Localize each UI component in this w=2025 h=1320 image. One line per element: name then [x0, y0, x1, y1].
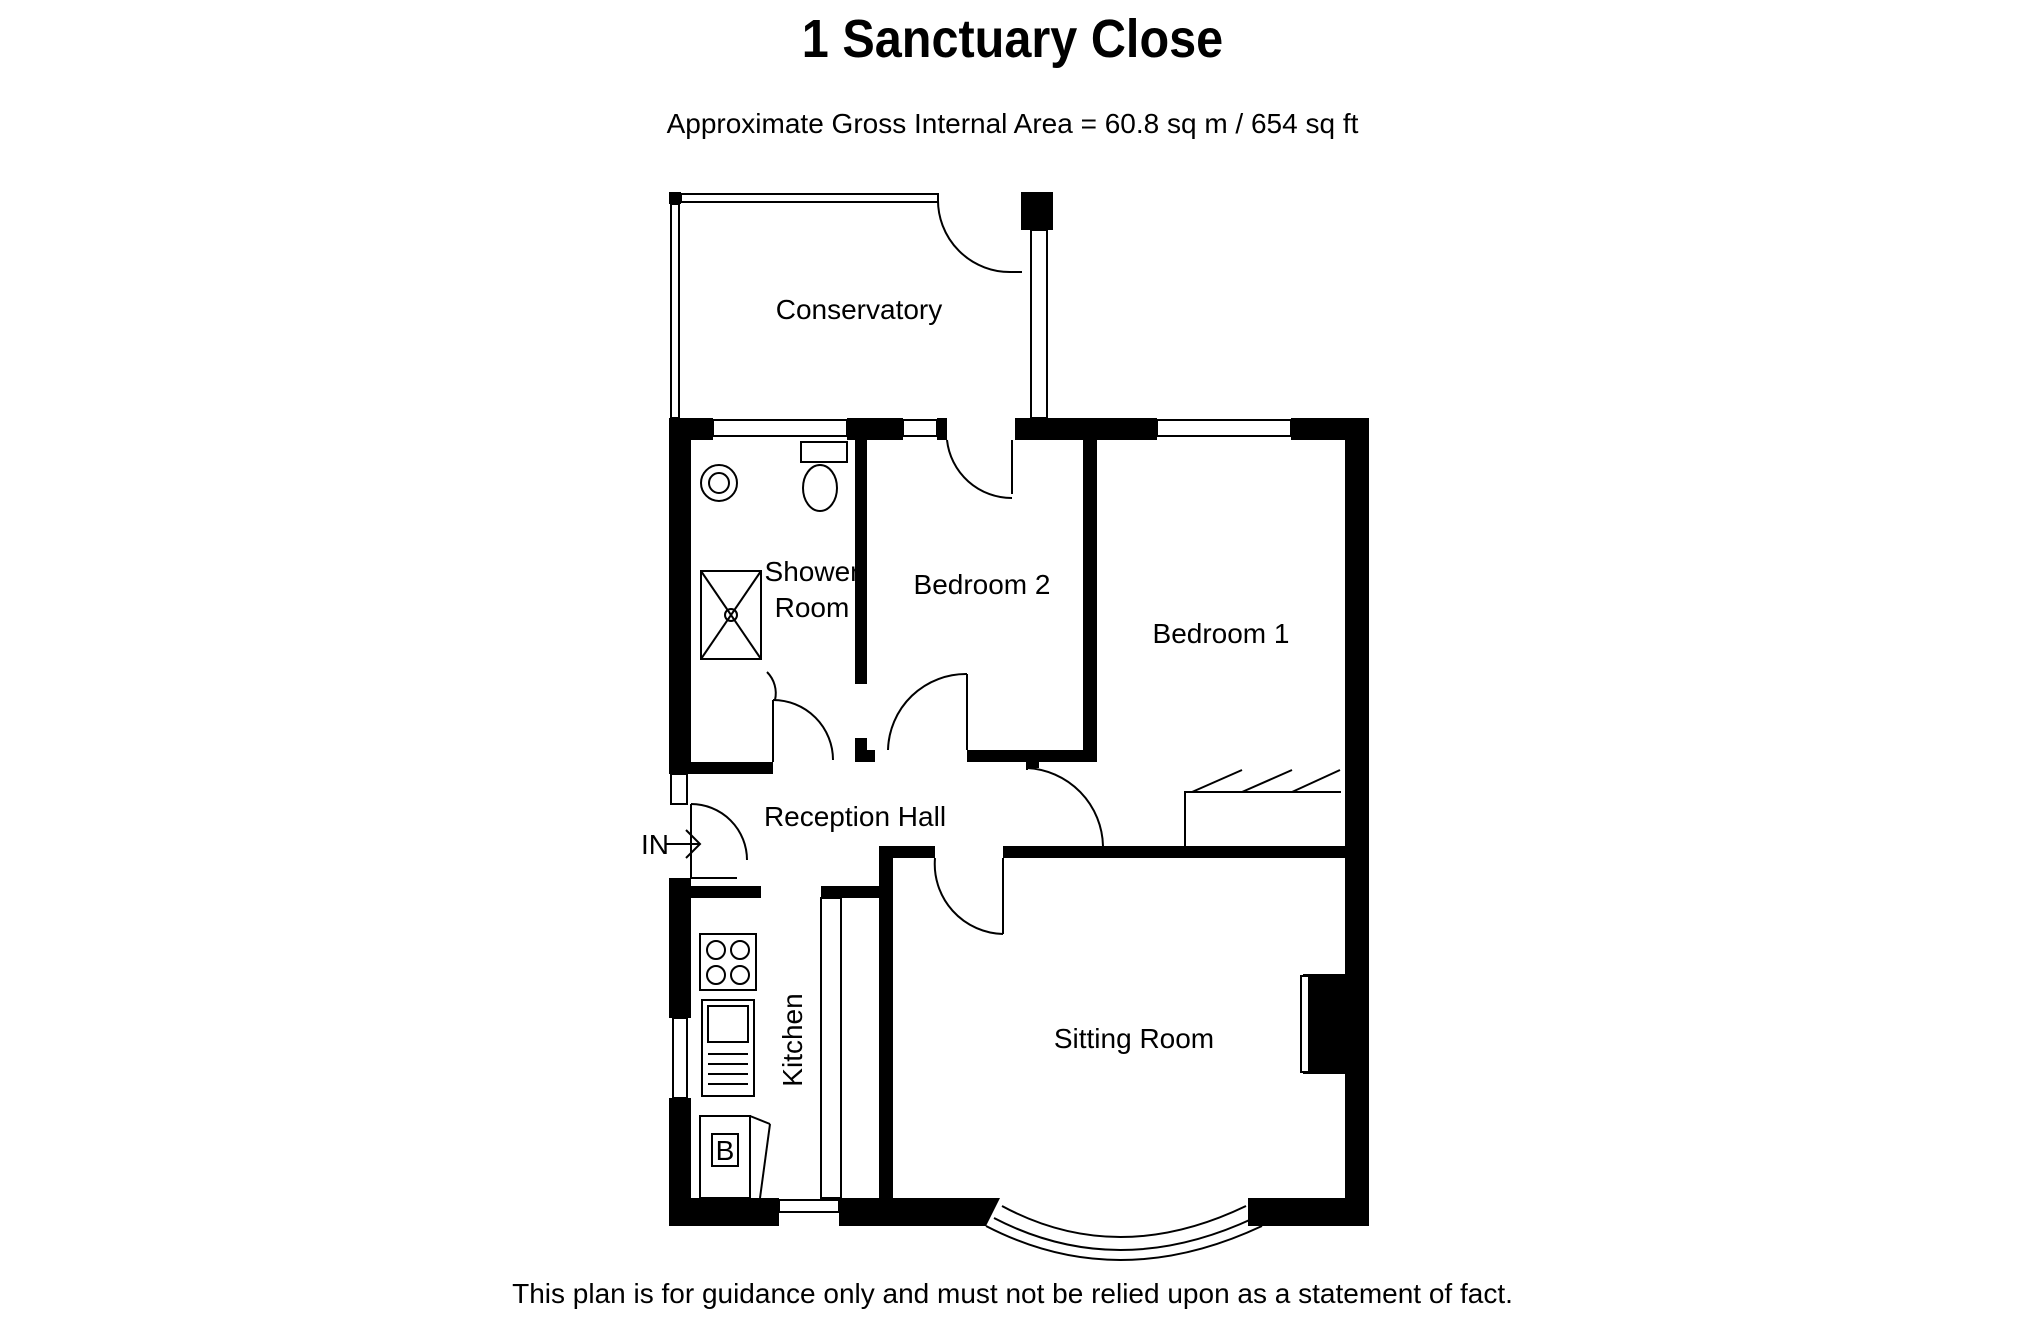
label-shower-room-line1: Shower	[765, 556, 860, 587]
boiler-label: B	[716, 1135, 735, 1166]
internal-walls	[691, 440, 1345, 1199]
hob-icon	[699, 933, 757, 991]
door-swings	[666, 439, 1104, 935]
outer-walls	[669, 418, 1369, 1261]
entrance-label: IN	[641, 829, 669, 860]
boiler-icon	[711, 1133, 739, 1167]
shower-tray-icon	[700, 570, 762, 660]
toilet-cistern-icon	[800, 441, 848, 463]
disclaimer: This plan is for guidance only and must …	[512, 1278, 1513, 1309]
label-kitchen: Kitchen	[777, 993, 808, 1086]
label-conservatory: Conservatory	[776, 294, 943, 325]
plan-title: 1 Sanctuary Close	[801, 9, 1224, 69]
bathroom-fixtures	[700, 441, 848, 660]
label-sitting-room: Sitting Room	[1054, 1023, 1214, 1054]
label-bedroom-1: Bedroom 1	[1153, 618, 1290, 649]
basin-icon	[700, 464, 738, 502]
sink-icon	[701, 999, 755, 1097]
label-bedroom-2: Bedroom 2	[914, 569, 1051, 600]
label-reception-hall: Reception Hall	[764, 801, 946, 832]
kitchen-fixtures	[699, 933, 771, 1199]
conservatory-structure	[669, 192, 1053, 419]
area-caption: Approximate Gross Internal Area = 60.8 s…	[666, 108, 1359, 139]
toilet-bowl-icon	[802, 464, 838, 512]
label-shower-room-line2: Room	[775, 592, 850, 623]
boiler-cupboard	[699, 1115, 751, 1199]
